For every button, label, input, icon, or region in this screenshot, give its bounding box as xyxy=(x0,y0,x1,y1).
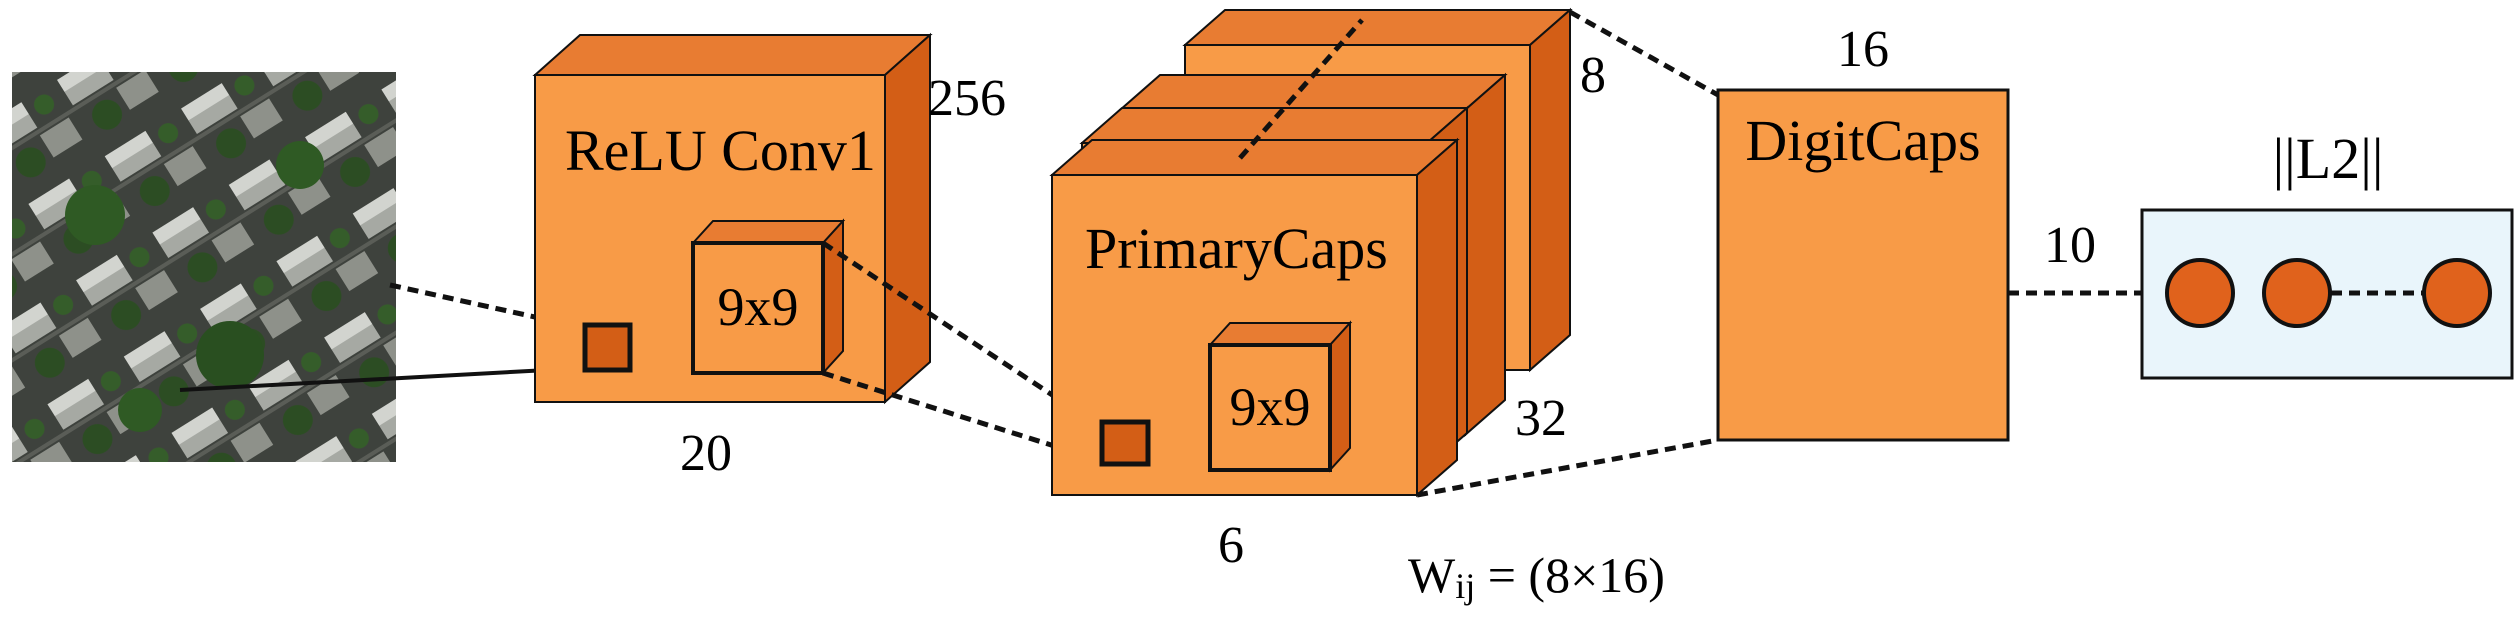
digit-caps-count-label: 10 xyxy=(2044,217,2096,274)
conv1-patch xyxy=(582,322,633,373)
primary-caps-kernel-cube xyxy=(1207,320,1353,473)
output-node-icon xyxy=(2262,258,2332,328)
primary-caps-stack xyxy=(1049,7,1573,498)
tree-icon xyxy=(276,141,324,189)
input-aerial-image xyxy=(12,72,396,462)
kernel-projection-line xyxy=(821,240,1107,433)
conv1-block xyxy=(532,32,933,405)
primary-caps-channels-label: 32 xyxy=(1515,390,1567,447)
digit-caps-box xyxy=(1716,88,2010,442)
stack-depth-line xyxy=(1238,18,1364,160)
tree-icon xyxy=(65,185,125,245)
primary-caps-depth-label: 8 xyxy=(1580,47,1606,104)
routing-line xyxy=(1416,437,1719,498)
conv1-depth-label: 256 xyxy=(928,70,1006,127)
weight-formula: Wij = (8×16) xyxy=(1408,547,1665,606)
digit-caps-title: DigitCaps xyxy=(1745,108,1980,173)
output-node-icon xyxy=(2165,258,2235,328)
l2-title: ||L2|| xyxy=(2273,126,2384,191)
receptive-field-line xyxy=(179,366,586,392)
routing-line xyxy=(1568,9,1720,98)
primary-caps-title: PrimaryCaps xyxy=(1085,216,1388,281)
conv1-kernel-cube xyxy=(690,218,846,376)
conv1-kernel-label: 9x9 xyxy=(718,277,799,337)
primary-caps-kernel-label: 9x9 xyxy=(1230,377,1311,437)
tree-icon xyxy=(118,388,162,432)
conv1-title: ReLU Conv1 xyxy=(565,118,876,183)
conv1-width-label: 20 xyxy=(680,425,732,482)
kernel-projection-line xyxy=(822,370,1106,465)
primary-caps-patch xyxy=(1099,419,1151,467)
tree-icon xyxy=(196,321,264,389)
output-node-icon xyxy=(2422,258,2492,328)
primary-caps-width-label: 6 xyxy=(1218,517,1244,574)
digit-caps-dim-label: 16 xyxy=(1837,21,1889,78)
